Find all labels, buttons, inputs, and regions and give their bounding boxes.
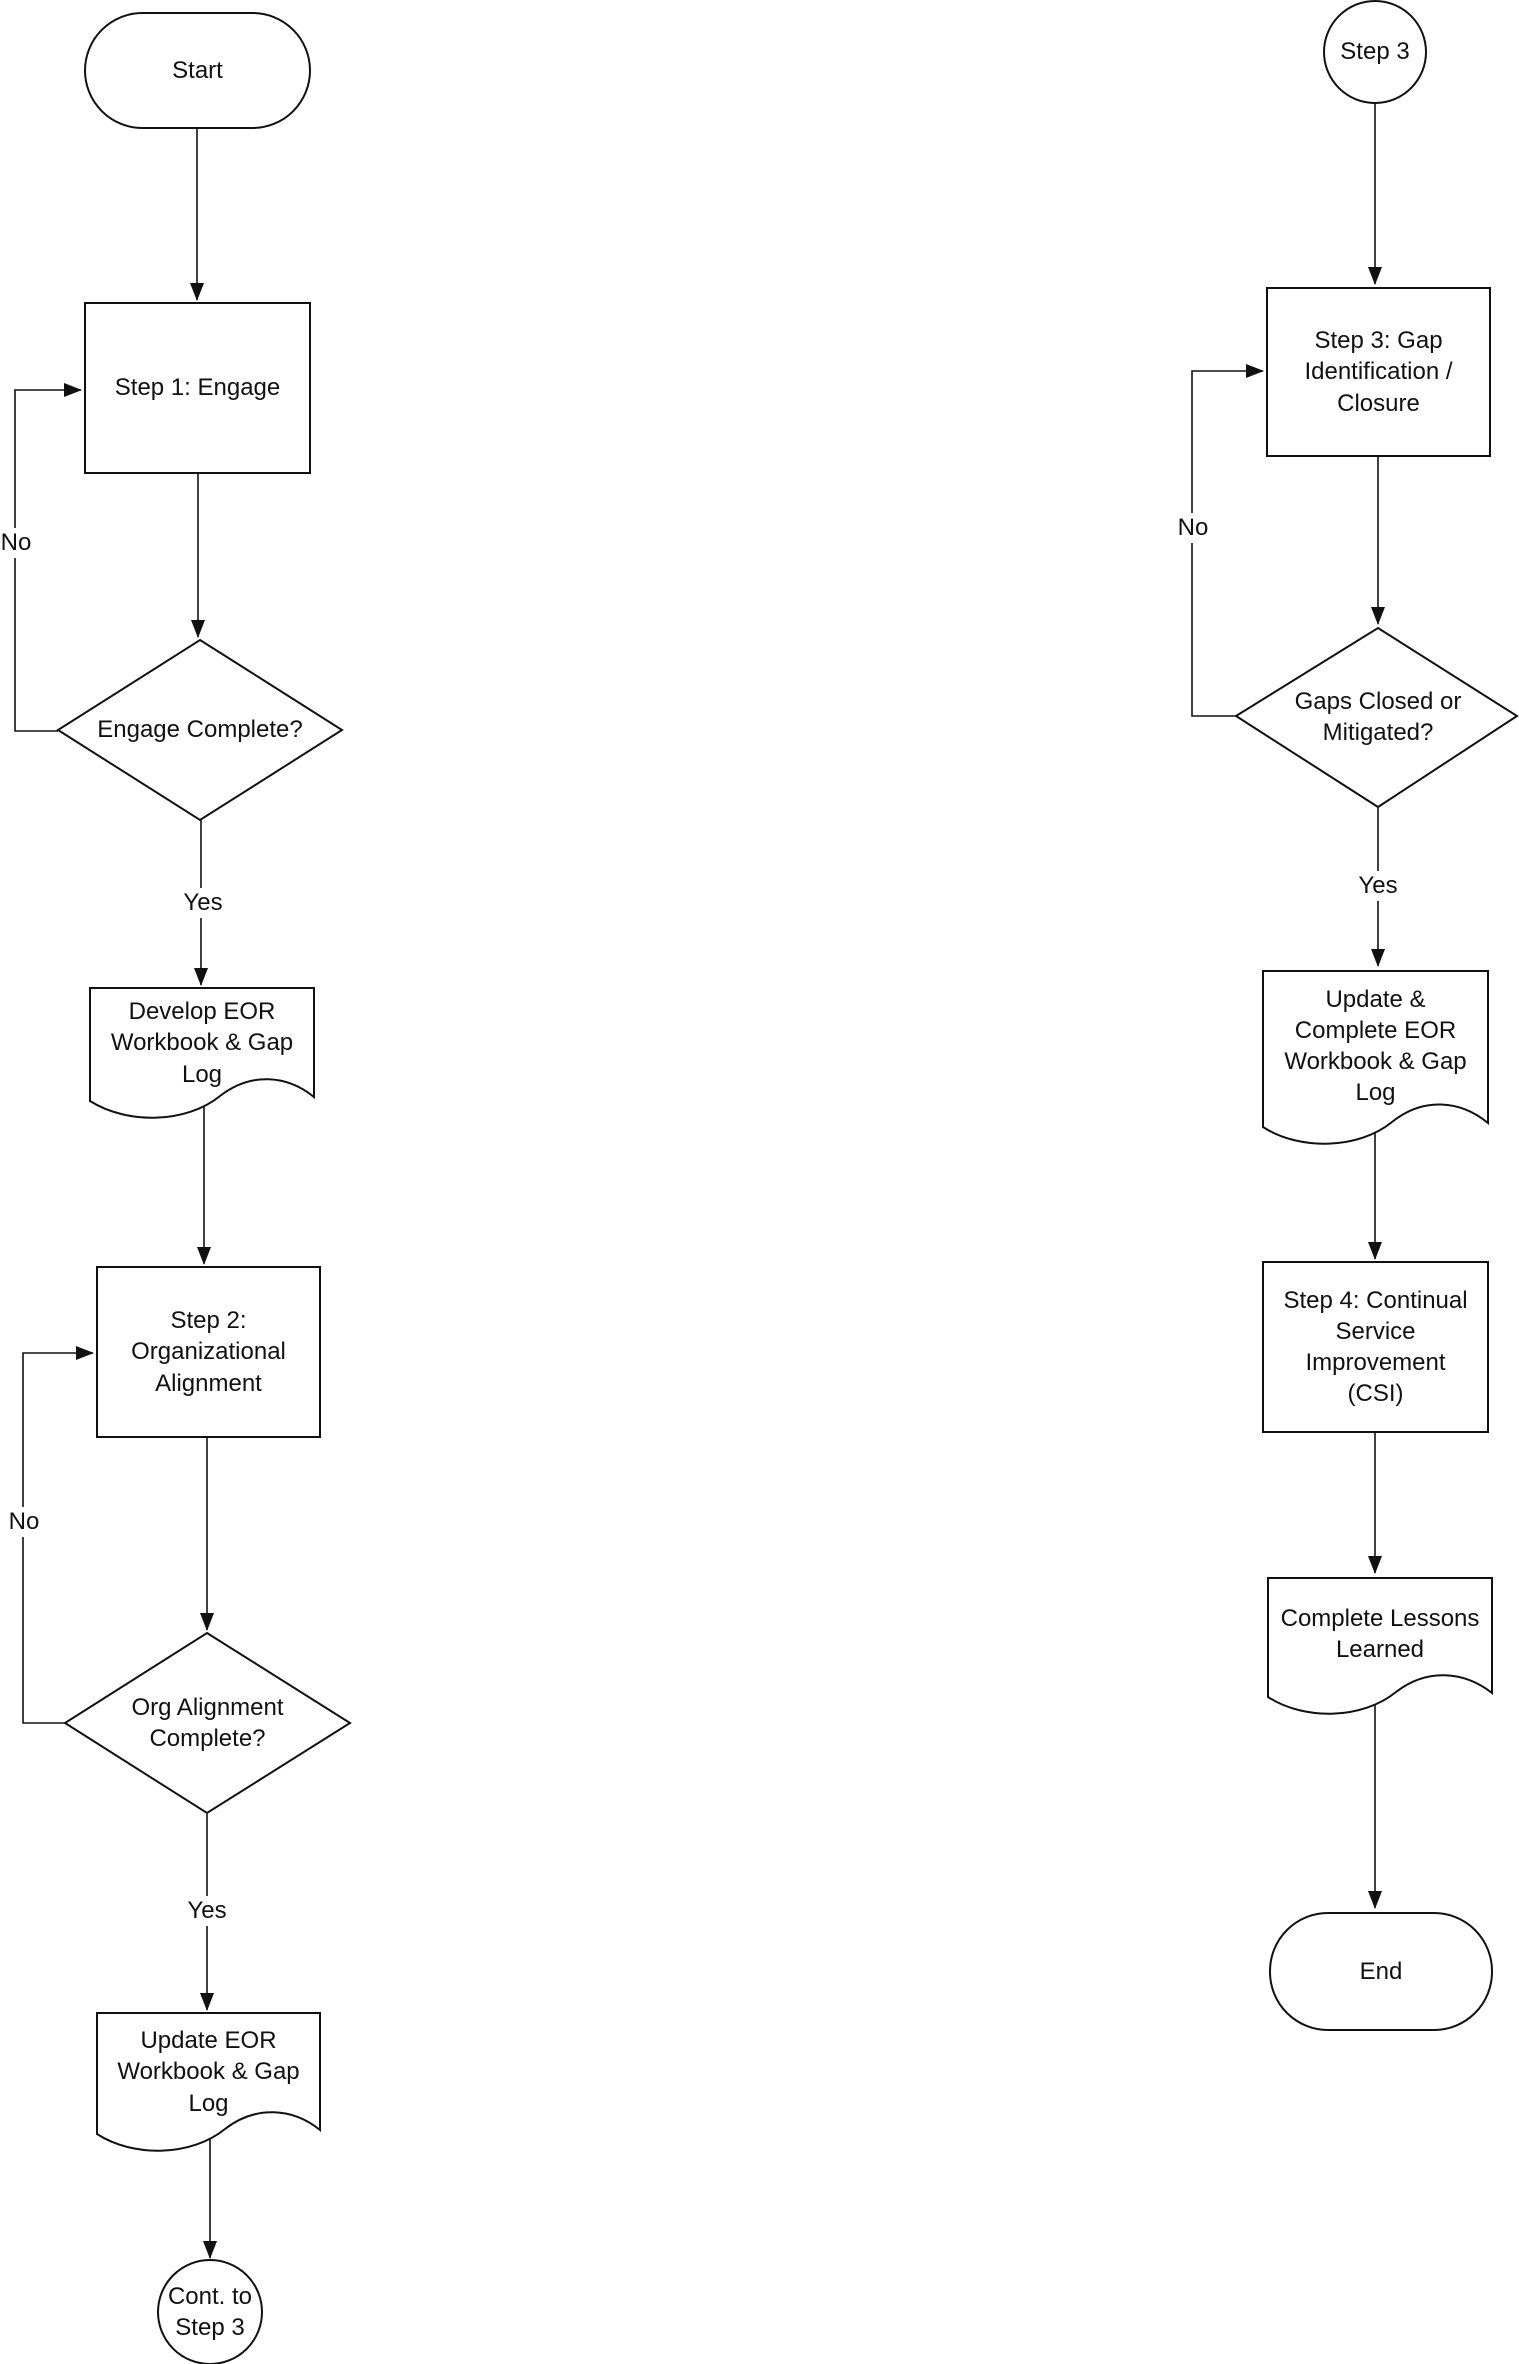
step2-process-shape [96,1266,321,1438]
end-terminator-shape [1269,1912,1493,2031]
step3-process-shape [1266,287,1491,457]
edge-no-loop-engage [14,383,82,732]
engage-decision-shape [56,638,344,822]
lessons-document-shape [1267,1577,1493,1715]
step4-process-shape [1262,1261,1489,1433]
org-alignment-decision-shape [63,1631,352,1815]
update-eor-document-shape [96,2012,321,2152]
update-complete-document-shape [1262,970,1489,1145]
edge-no-loop-gaps [1191,364,1264,717]
continue-connector-shape [157,2259,263,2364]
step3-connector-shape [1323,0,1427,104]
gaps-decision-shape [1234,626,1519,809]
edge-no-loop-org [22,1346,94,1724]
start-terminator-shape [84,12,311,129]
develop-eor-document-shape [89,987,315,1119]
step1-process-shape [84,302,311,474]
